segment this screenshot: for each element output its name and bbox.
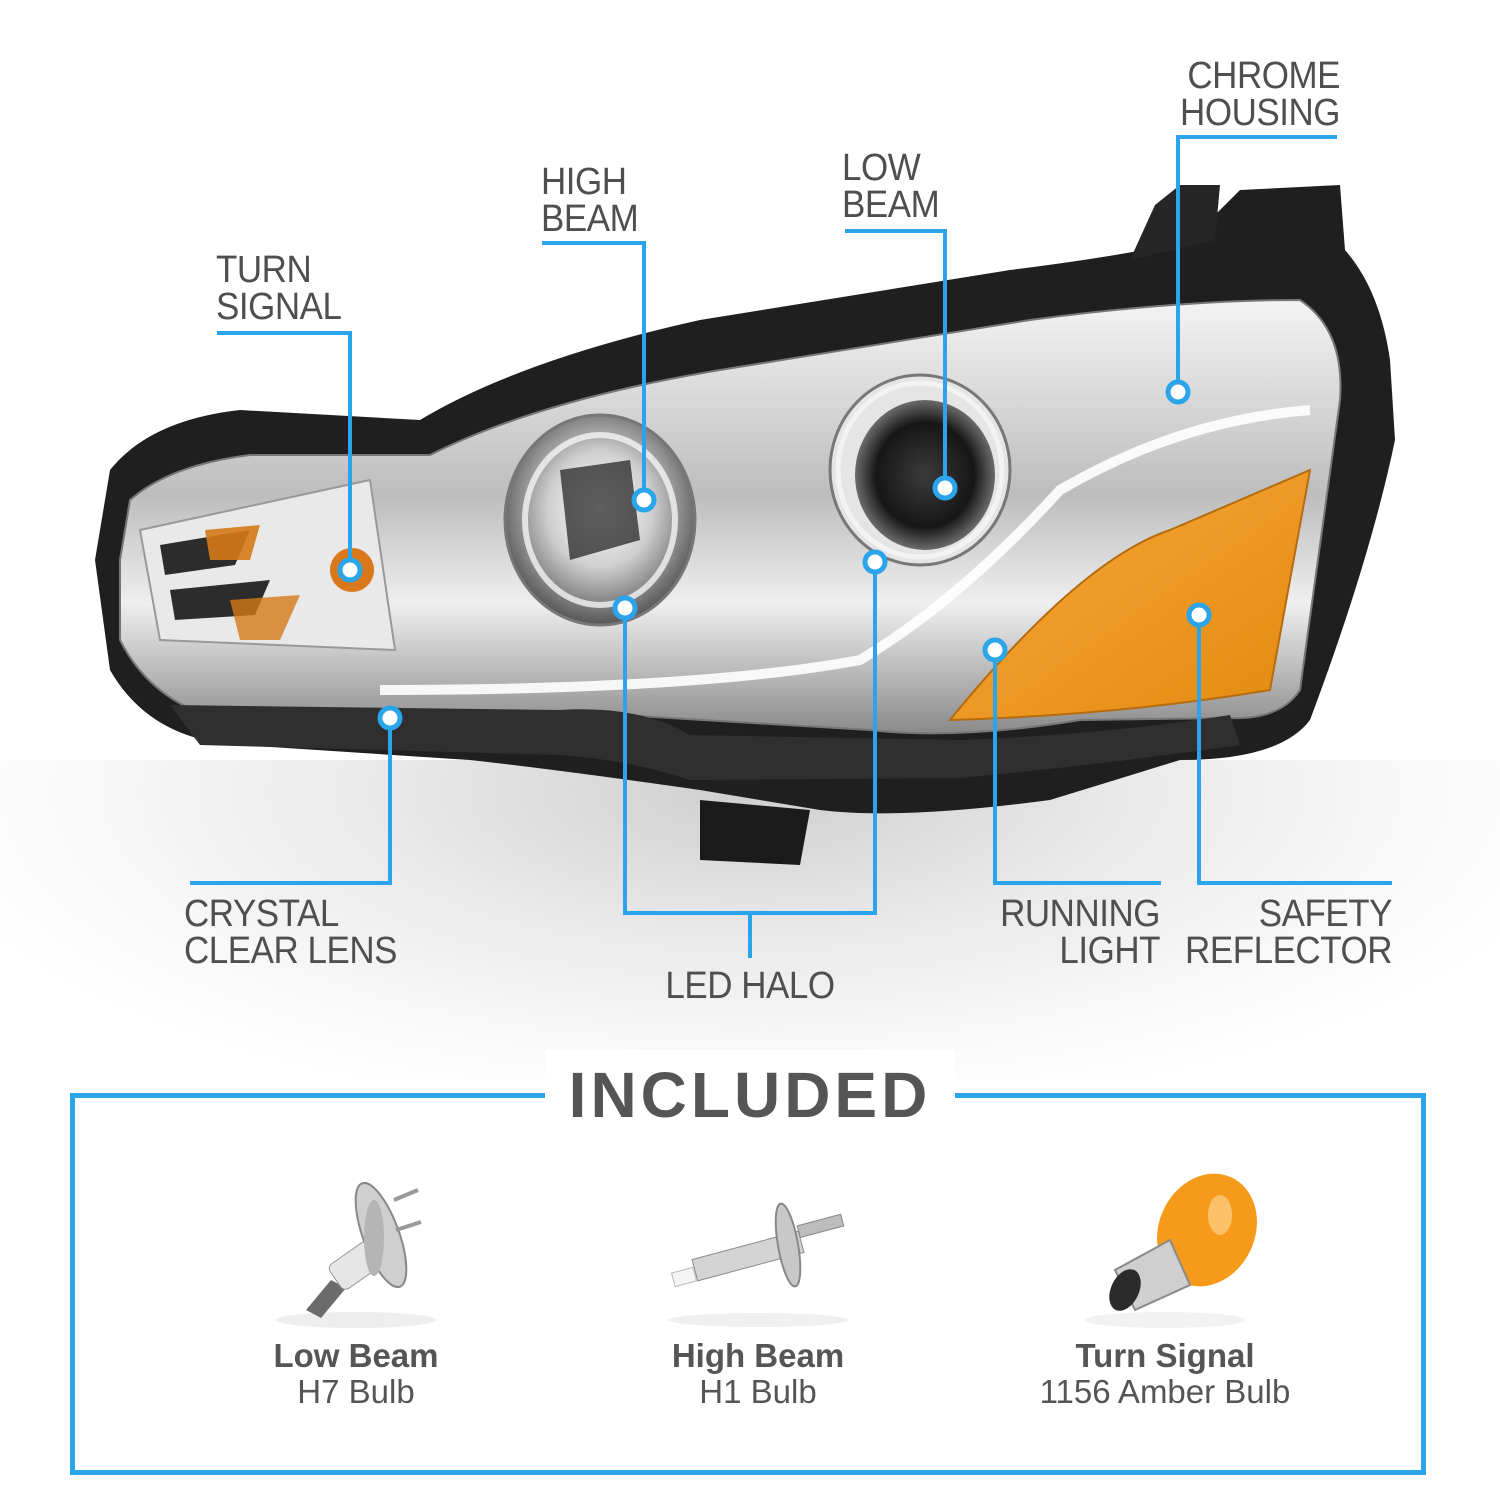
included-item-low-beam: Low Beam H7 Bulb [156,1160,556,1410]
label-crystal-clear-lens: CRYSTAL CLEAR LENS [184,893,398,972]
amber-bulb-icon [965,1160,1365,1330]
callout-dot-low-beam [932,475,958,501]
label-low-beam: LOW BEAM [842,147,940,226]
high-beam-reflector [503,413,697,627]
callout-dot-running-light [982,637,1008,663]
callout-dot-turn-signal [337,557,363,583]
callout-dot-crystal-lens [377,705,403,731]
callout-line-low-beam [845,229,947,488]
label-safety-reflector: SAFETY REFLECTOR [1185,893,1392,972]
callout-line-high-beam [542,241,646,500]
included-item-spec: 1156 Amber Bulb [1039,1373,1291,1410]
lower-trim [170,705,1240,780]
callout-dot-high-beam [631,487,657,513]
mount-bracket [1130,185,1220,260]
callout-dot-led-halo-left [612,595,638,621]
included-item-spec: H7 Bulb [297,1373,415,1410]
callout-dot-led-halo-right [862,549,888,575]
turn-signal-reflector [138,478,397,652]
callout-dot-safety-reflector [1186,602,1212,628]
included-item-high-beam: High Beam H1 Bulb [558,1160,958,1410]
callout-line-chrome-housing [1176,135,1337,392]
label-high-beam: HIGH BEAM [541,161,639,240]
callout-line-crystal-lens [190,718,392,885]
mount-tab [700,800,810,865]
included-item-turn-signal: Turn Signal 1156 Amber Bulb [965,1160,1365,1410]
included-title: INCLUDED [545,1050,955,1140]
included-item-name: Turn Signal [1075,1337,1255,1374]
callout-line-running-light [993,650,1161,885]
included-item-name: High Beam [671,1337,845,1374]
callout-line-safety-reflector [1197,615,1392,885]
label-led-halo: LED HALO [665,965,835,1007]
label-chrome-housing: CHROME HOUSING [1180,55,1340,134]
label-running-light: RUNNING LIGHT [1000,893,1160,972]
h1-bulb-icon [558,1160,958,1330]
included-item-spec: H1 Bulb [699,1373,817,1410]
amber-side-marker [947,468,1312,722]
included-item-name: Low Beam [273,1337,439,1374]
headlight-illustration [95,135,1395,958]
callout-line-turn-signal [217,331,352,570]
label-turn-signal: TURN SIGNAL [216,249,342,328]
low-beam-projector [828,373,1012,567]
callout-dot-chrome-housing [1165,379,1191,405]
callout-lines [190,135,1392,958]
running-light-guide [379,405,1311,695]
h7-bulb-icon [156,1160,556,1330]
